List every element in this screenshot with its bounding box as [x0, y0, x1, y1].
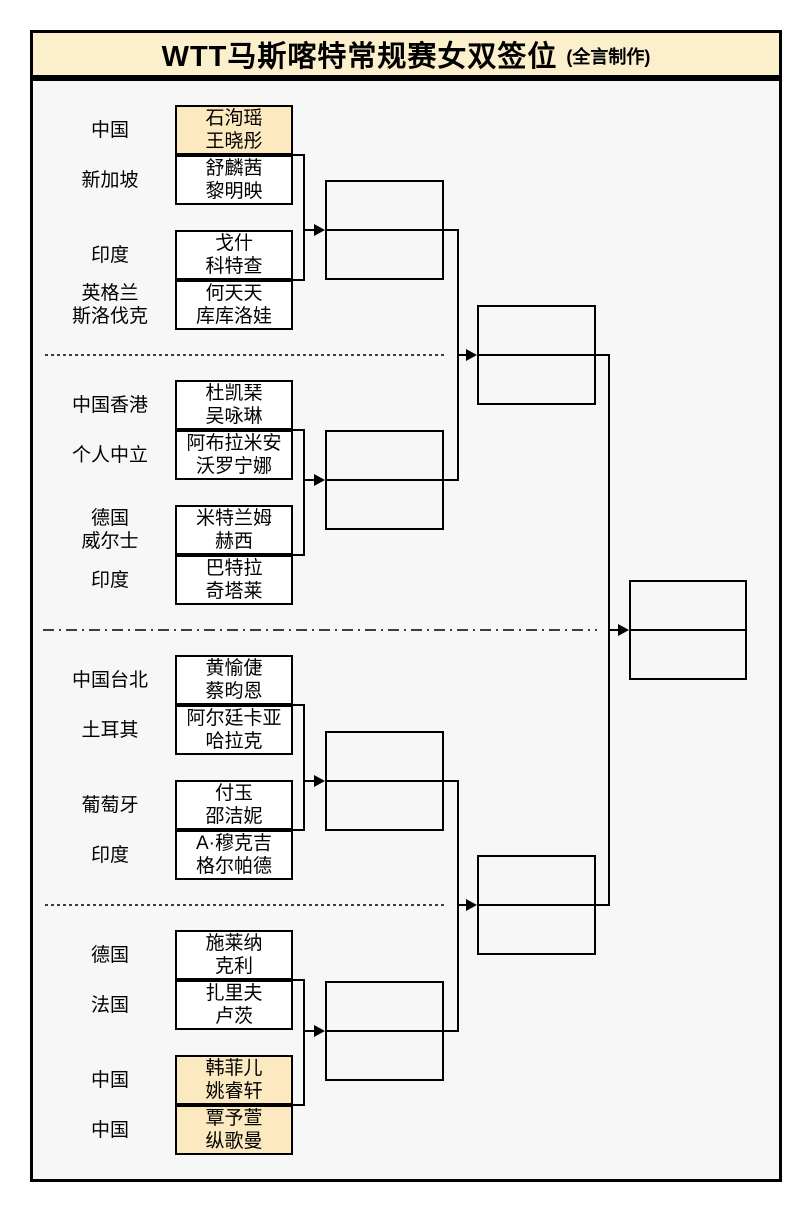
player-name: 哈拉克 [205, 731, 263, 752]
country-label: 中国 [90, 1069, 129, 1091]
country-label: 印度 [90, 569, 129, 591]
round2-box-1 [325, 180, 444, 280]
player-name: 姚睿轩 [205, 1081, 263, 1102]
title-credit: (全言制作) [566, 47, 651, 67]
player-name: 戈什 [214, 233, 253, 254]
team-box: 阿布拉米安 沃罗宁娜 [175, 430, 293, 480]
player-name: 卢茨 [214, 1006, 253, 1027]
country-label: 印度 [90, 844, 129, 866]
player-name: 舒麟茜 [205, 158, 263, 179]
player-name: 杜凯琹 [205, 383, 263, 404]
player-name: 巴特拉 [205, 558, 263, 579]
country-label: 中国 [90, 1119, 129, 1141]
team-box: 施莱纳 克利 [175, 930, 293, 980]
team-box: 戈什 科特查 [175, 230, 293, 280]
player-name: 邵洁妮 [205, 806, 263, 827]
final-box [629, 580, 747, 680]
country-label: 新加坡 [81, 169, 139, 191]
country-label: 土耳其 [81, 719, 139, 741]
round2-box-4 [325, 981, 444, 1081]
country-label: 印度 [90, 244, 129, 266]
player-name: 黎明映 [205, 181, 263, 202]
team-box: 韩菲儿 姚睿轩 [175, 1055, 293, 1105]
player-name: 吴咏琳 [205, 406, 263, 427]
player-name: 黄愉倢 [205, 658, 263, 679]
player-name: 米特兰姆 [195, 508, 272, 529]
country-label: 德国 威尔士 [81, 508, 139, 552]
player-name: 扎里夫 [205, 983, 263, 1004]
player-name: 付玉 [214, 783, 253, 804]
team-box: 扎里夫 卢茨 [175, 980, 293, 1030]
page-title: WTT马斯喀特常规赛女双签位 [161, 41, 558, 73]
player-name: 库库洛娃 [195, 306, 272, 327]
country-label: 法国 [90, 994, 129, 1016]
team-box: 杜凯琹 吴咏琳 [175, 380, 293, 430]
player-name: 科特查 [205, 256, 263, 277]
semifinal-box-1 [477, 305, 596, 405]
country-label: 葡萄牙 [81, 794, 139, 816]
player-name: 奇塔莱 [205, 581, 263, 602]
country-label: 中国香港 [71, 394, 148, 416]
team-box: 米特兰姆 赫西 [175, 505, 293, 555]
player-name: 何天天 [205, 283, 263, 304]
country-label: 个人中立 [71, 444, 148, 466]
round2-box-3 [325, 731, 444, 831]
player-name: 施莱纳 [205, 933, 263, 954]
title-bar: WTT马斯喀特常规赛女双签位 (全言制作) [30, 30, 782, 78]
player-name: A·穆克吉 [195, 833, 272, 854]
round2-box-2 [325, 430, 444, 530]
player-name: 克利 [214, 956, 253, 977]
player-name: 覃予萱 [205, 1108, 263, 1129]
team-box: A·穆克吉 格尔帕德 [175, 830, 293, 880]
team-box: 付玉 邵洁妮 [175, 780, 293, 830]
team-box: 石洵瑶 王晓彤 [175, 105, 293, 155]
team-box: 阿尔廷卡亚 哈拉克 [175, 705, 293, 755]
player-name: 阿布拉米安 [186, 433, 282, 454]
player-name: 沃罗宁娜 [195, 456, 272, 477]
country-label: 中国 [90, 119, 129, 141]
player-name: 纵歌曼 [205, 1131, 263, 1152]
team-box: 巴特拉 奇塔莱 [175, 555, 293, 605]
country-label: 中国台北 [71, 669, 148, 691]
player-name: 阿尔廷卡亚 [186, 708, 282, 729]
team-box: 黄愉倢 蔡昀恩 [175, 655, 293, 705]
player-name: 格尔帕德 [195, 856, 272, 877]
player-name: 蔡昀恩 [205, 681, 263, 702]
team-box: 覃予萱 纵歌曼 [175, 1105, 293, 1155]
country-label: 英格兰 斯洛伐克 [71, 283, 148, 327]
semifinal-box-2 [477, 855, 596, 955]
player-name: 王晓彤 [205, 131, 263, 152]
player-name: 石洵瑶 [205, 108, 263, 129]
country-label: 德国 [90, 944, 129, 966]
player-name: 赫西 [214, 531, 253, 552]
team-box: 舒麟茜 黎明映 [175, 155, 293, 205]
player-name: 韩菲儿 [205, 1058, 263, 1079]
team-box: 何天天 库库洛娃 [175, 280, 293, 330]
